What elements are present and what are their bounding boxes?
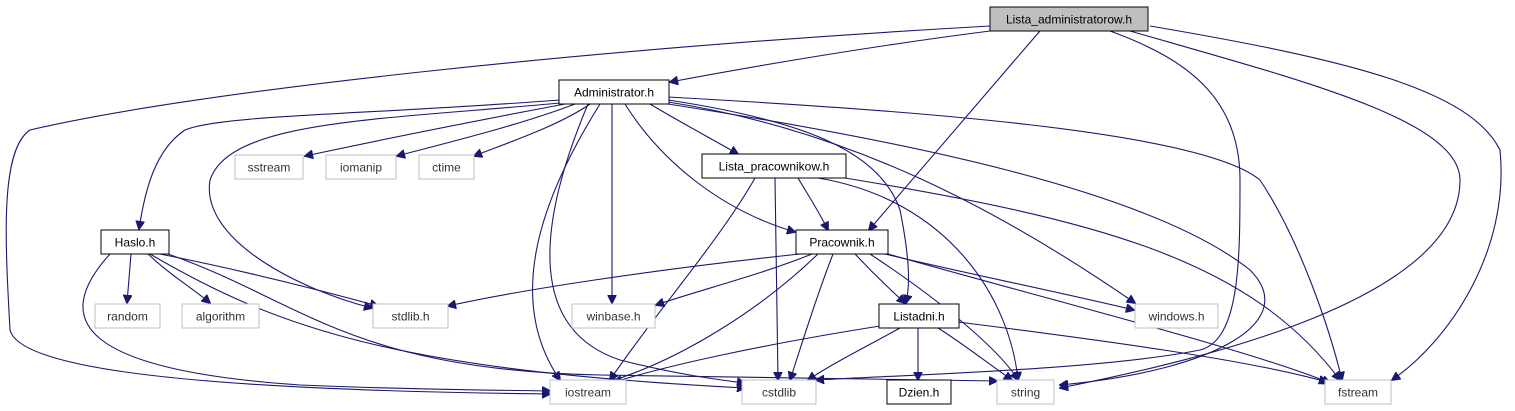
edge-lista-pracownikow-to-cstdlib — [775, 177, 778, 380]
node-label: fstream — [1338, 386, 1378, 400]
node-label: Administrator.h — [574, 86, 654, 100]
edge-lista-administratorow-to-fstream — [1149, 25, 1502, 380]
node-algorithm[interactable]: algorithm — [181, 303, 260, 329]
edge-haslo-to-random — [127, 253, 131, 303]
edge-administrator-to-ctime — [474, 103, 591, 156]
node-label: Dzien.h — [899, 386, 940, 400]
node-cstdlib[interactable]: cstdlib — [741, 379, 817, 405]
edge-lista-pracownikow-to-iostream — [610, 177, 756, 380]
header-nodes: Lista_administratorow.h Administrator.h … — [94, 6, 1392, 405]
edge-administrator-to-cstdlib — [549, 103, 745, 383]
node-label: iostream — [565, 386, 611, 400]
node-label: Pracownik.h — [809, 236, 874, 250]
node-label: string — [1011, 386, 1040, 400]
node-lista-administratorow[interactable]: Lista_administratorow.h — [989, 6, 1149, 32]
node-stdlib[interactable]: stdlib.h — [372, 303, 449, 329]
edge-administrator-to-pracownik — [624, 103, 795, 232]
node-label: Lista_pracownikow.h — [719, 160, 830, 174]
edge-administrator-to-string — [667, 103, 1266, 385]
node-label: sstream — [248, 161, 291, 175]
dependency-edges — [5, 25, 1502, 394]
edge-haslo-to-iostream — [82, 253, 550, 391]
edge-listadni-to-cstdlib — [808, 327, 901, 380]
node-lista-pracownikow[interactable]: Lista_pracownikow.h — [701, 153, 847, 179]
edge-lista-administratorow-to-pracownik — [869, 30, 1041, 230]
node-label: windows.h — [1147, 310, 1204, 324]
edge-administrator-to-fstream — [667, 96, 1342, 380]
node-random[interactable]: random — [94, 303, 161, 329]
edge-pracownik-to-iostream — [608, 253, 819, 382]
node-label: Listadni.h — [893, 310, 944, 324]
node-listadni[interactable]: Listadni.h — [878, 303, 960, 329]
node-label: random — [107, 310, 148, 324]
edge-administrator-to-stdlib — [208, 102, 561, 308]
node-haslo[interactable]: Haslo.h — [100, 229, 170, 255]
node-label: Lista_administratorow.h — [1006, 13, 1132, 27]
edge-listadni-to-iostream — [614, 325, 881, 382]
node-windows[interactable]: windows.h — [1134, 303, 1219, 329]
node-fstream[interactable]: fstream — [1324, 379, 1392, 405]
node-administrator[interactable]: Administrator.h — [558, 79, 670, 105]
edge-listadni-to-fstream — [957, 321, 1327, 382]
node-iostream[interactable]: iostream — [549, 379, 627, 405]
edge-lista-administratorow-to-cstdlib — [816, 30, 1241, 380]
node-string[interactable]: string — [996, 379, 1055, 405]
node-label: ctime — [432, 161, 461, 175]
edge-pracownik-to-winbase — [656, 253, 813, 305]
node-winbase[interactable]: winbase.h — [571, 303, 656, 329]
edge-administrator-to-haslo — [139, 99, 561, 229]
node-label: winbase.h — [585, 310, 640, 324]
node-iomanip[interactable]: iomanip — [325, 154, 397, 180]
edge-lista-pracownikow-to-fstream — [844, 177, 1340, 380]
edge-pracownik-to-windows — [884, 253, 1134, 310]
edge-administrator-to-lista-pracownikow — [649, 103, 738, 154]
edge-lista-administratorow-to-administrator — [670, 30, 991, 82]
edge-administrator-to-windows — [667, 101, 1135, 303]
node-ctime[interactable]: ctime — [418, 154, 475, 180]
edge-lista-administratorow-to-string — [1060, 30, 1461, 388]
node-label: algorithm — [196, 310, 245, 324]
node-label: stdlib.h — [391, 310, 429, 324]
edge-pracownik-to-cstdlib — [790, 253, 834, 380]
node-sstream[interactable]: sstream — [234, 154, 304, 180]
edge-pracownik-to-stdlib — [448, 253, 801, 306]
node-label: iomanip — [340, 161, 382, 175]
edge-haslo-to-stdlib — [159, 253, 378, 306]
node-label: Haslo.h — [115, 236, 156, 250]
node-label: cstdlib — [762, 386, 796, 400]
edge-administrator-to-iomanip — [397, 103, 576, 156]
edge-listadni-to-string — [937, 327, 1012, 380]
edge-lista-pracownikow-to-pracownik — [797, 177, 828, 230]
node-pracownik[interactable]: Pracownik.h — [795, 229, 889, 255]
edge-pracownik-to-listadni — [854, 253, 905, 303]
edge-administrator-to-sstream — [305, 103, 566, 156]
edge-lista-pracownikow-to-string — [817, 177, 1018, 380]
edge-haslo-to-algorithm — [147, 253, 210, 303]
edge-lista-administratorow-to-iostream — [5, 25, 991, 394]
edge-administrator-to-iostream — [532, 103, 601, 380]
node-dzien[interactable]: Dzien.h — [886, 379, 952, 405]
